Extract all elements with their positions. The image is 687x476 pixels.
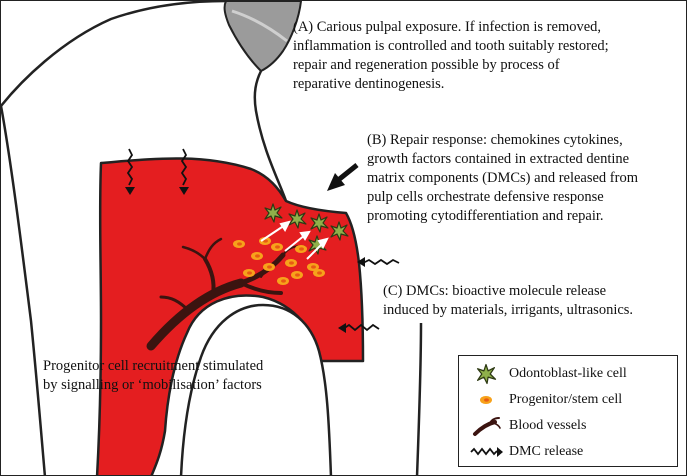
legend-box: Odontoblast-like cell Progenitor/stem ce… xyxy=(458,355,678,467)
tooth-outline xyxy=(1,1,227,107)
migration-arrows xyxy=(260,220,329,260)
legend-item-blood-vessels: Blood vessels xyxy=(459,414,677,438)
progenitor-stem-cell-icon xyxy=(480,396,492,404)
blood-vessel-icon xyxy=(473,417,501,436)
annotation-progenitor-recruitment: Progenitor cell recruitment stimulated b… xyxy=(43,358,264,393)
legend-item-progenitor: Progenitor/stem cell xyxy=(459,388,677,412)
legend-label: Blood vessels xyxy=(509,418,587,433)
dmc-release-icon xyxy=(470,447,503,457)
annotation-carious-exposure: (A) Carious pulpal exposure. If infectio… xyxy=(293,19,609,92)
enamel-cap xyxy=(223,1,303,73)
exposure-arrow xyxy=(327,163,359,191)
legend-label: Progenitor/stem cell xyxy=(509,392,623,407)
odontoblast-like-cell-icon xyxy=(476,363,497,385)
dmc-release-arrows xyxy=(125,148,400,333)
legend-item-dmc-release: DMC release xyxy=(459,440,677,464)
dentine-island xyxy=(179,303,333,475)
annotation-dmc-release: (C) DMCs: bioactive molecule release ind… xyxy=(383,283,634,318)
legend-label: DMC release xyxy=(509,444,584,459)
legend-item-odontoblast: Odontoblast-like cell xyxy=(459,362,677,386)
blood-vessel-tree xyxy=(146,237,306,351)
pulp-chamber xyxy=(95,157,365,475)
annotation-repair-response: (B) Repair response: chemokines cytokine… xyxy=(367,131,685,226)
legend-label: Odontoblast-like cell xyxy=(509,366,627,381)
